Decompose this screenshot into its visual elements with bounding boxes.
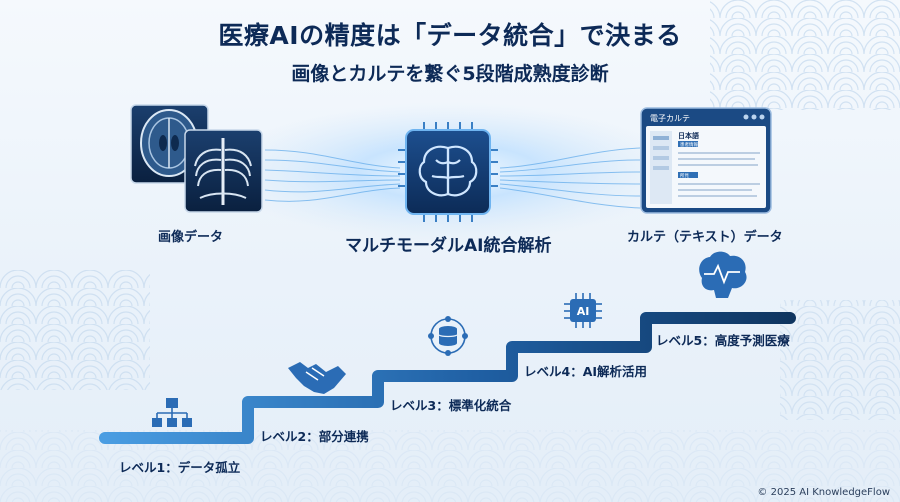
wave-pattern-top-right xyxy=(710,0,900,110)
page-subtitle: 画像とカルテを繋ぐ5段階成熟度診断 xyxy=(291,63,609,85)
page-title: 医療AIの精度は「データ統合」で決まる xyxy=(218,21,682,50)
hierarchy-icon xyxy=(152,398,192,427)
ehr-window-icon xyxy=(640,107,772,214)
copyright-footer: © 2025 AI KnowledgeFlow xyxy=(757,487,890,498)
ehr-window-heading: 日本語 xyxy=(678,131,699,140)
brain-pulse-icon xyxy=(699,251,747,298)
image-data-label: 画像データ xyxy=(158,230,224,245)
level-3-label: レベル3：標準化統合 xyxy=(390,398,512,413)
ehr-window-tag-2: 所見 xyxy=(680,172,689,179)
ehr-window-tag-1: 患者情報 xyxy=(680,141,698,148)
level-4-label: レベル4：AI解析活用 xyxy=(524,364,648,379)
level-5-label: レベル5：高度予測医療 xyxy=(656,333,790,348)
ai-chip-icon xyxy=(564,293,602,328)
database-network-icon xyxy=(428,316,468,356)
multimodal-ai-label: マルチモーダルAI統合解析 xyxy=(345,236,552,256)
level-2-label: レベル2：部分連携 xyxy=(260,429,369,444)
wave-pattern-right xyxy=(780,300,900,420)
flow-lines-right xyxy=(499,147,641,209)
ai-chip-brain-icon xyxy=(398,122,498,222)
ai-chip-text: AI xyxy=(577,305,590,318)
ehr-window-title: 電子カルテ xyxy=(650,114,690,123)
handshake-icon xyxy=(288,362,346,394)
maturity-stair-path xyxy=(99,312,796,444)
chest-xray-icon xyxy=(184,129,263,213)
flow-lines-left xyxy=(264,149,401,202)
wave-pattern-left xyxy=(0,270,150,390)
text-data-label: カルテ（テキスト）データ xyxy=(627,230,783,245)
level-1-label: レベル1：データ孤立 xyxy=(119,460,241,475)
